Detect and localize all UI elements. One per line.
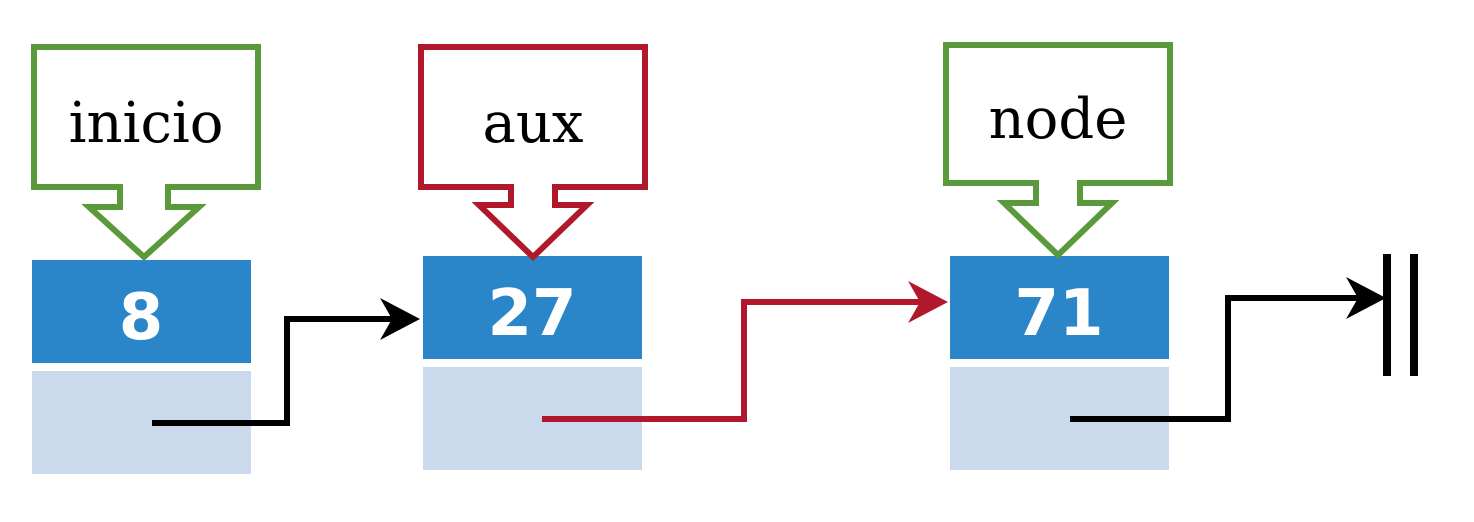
link-line xyxy=(152,316,400,426)
node-8: 8 xyxy=(32,260,251,474)
link-line xyxy=(1070,295,1366,422)
pointer-callout-shape xyxy=(31,44,261,262)
pointer-label: node xyxy=(989,87,1128,152)
arrowhead xyxy=(380,298,420,340)
link-71-to-null xyxy=(1070,277,1386,422)
link-8-to-27 xyxy=(152,298,420,426)
link-line xyxy=(542,299,928,422)
node-71: 71 xyxy=(950,256,1169,470)
pointer-callout-shape xyxy=(943,42,1173,260)
node-value: 8 xyxy=(119,281,164,355)
node-data-cell xyxy=(423,256,642,359)
pointer-label: aux xyxy=(482,91,583,156)
node-value: 27 xyxy=(487,277,576,351)
pointer-aux: aux xyxy=(418,44,648,262)
node-value: 71 xyxy=(1014,277,1103,351)
node-27: 27 xyxy=(423,256,642,470)
node-data-cell xyxy=(950,256,1169,359)
arrowhead xyxy=(1346,277,1386,319)
pointer-node: node xyxy=(943,42,1173,260)
null-terminator-icon xyxy=(1383,254,1418,376)
pointer-callout-shape xyxy=(418,44,648,262)
node-data-cell xyxy=(32,260,251,363)
link-27-to-71 xyxy=(542,281,948,422)
pointer-inicio: inicio xyxy=(31,44,261,262)
arrowhead xyxy=(908,281,948,323)
pointer-label: inicio xyxy=(69,91,224,156)
